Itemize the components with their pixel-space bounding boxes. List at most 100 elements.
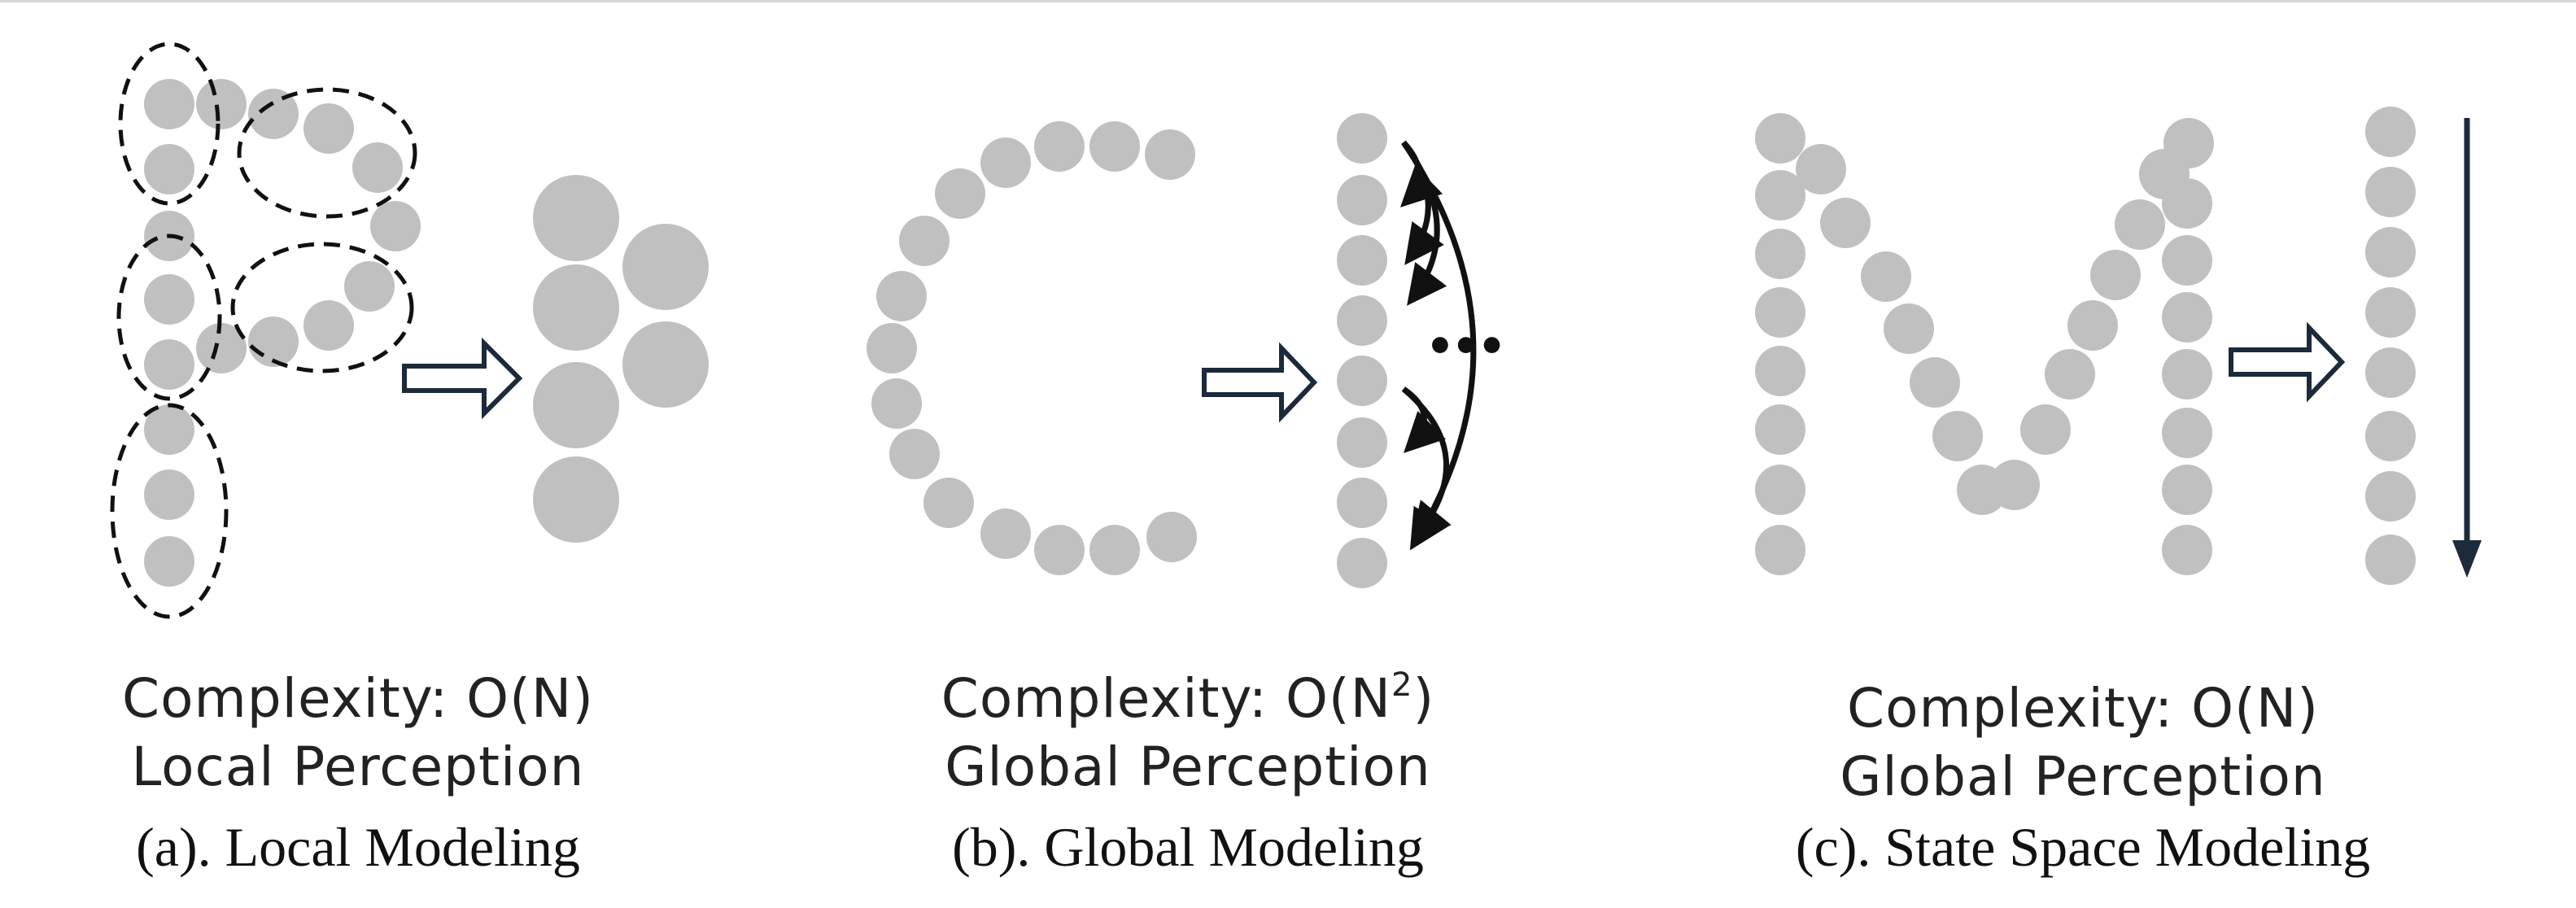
local-window-2	[237, 87, 417, 219]
token-dot	[889, 429, 940, 479]
panel-c-transform-arrow	[2229, 321, 2346, 403]
token-dot	[303, 300, 354, 351]
token-dot	[248, 89, 299, 139]
token-dot	[2162, 178, 2212, 229]
complexity-text: Complexity: O(N	[941, 667, 1392, 730]
token-dot	[876, 271, 927, 321]
panel-b-output-dots	[1337, 113, 1387, 588]
token-dot	[923, 478, 974, 528]
local-window-4	[230, 242, 414, 373]
token-dot	[871, 378, 922, 429]
complexity-close: )	[572, 667, 594, 730]
token-dot	[2090, 250, 2141, 300]
token-dot	[1145, 129, 1195, 180]
token-dot	[533, 456, 619, 543]
token-dot	[1755, 113, 1805, 164]
token-dot	[2365, 411, 2416, 461]
token-dot	[303, 103, 354, 154]
panel-a-perception: Local Perception	[131, 736, 585, 798]
panel-b-title: (b). Global Modeling	[952, 816, 1424, 878]
attention-arc-6	[1401, 386, 1452, 543]
local-window-5	[110, 403, 229, 619]
panel-b-transform-arrow	[1202, 342, 1318, 423]
panel-state-space-modeling	[1755, 107, 2482, 585]
panel-a-local-windows	[110, 41, 417, 619]
token-dot	[1755, 170, 1805, 220]
token-dot	[1337, 356, 1387, 406]
panel-c-perception: Global Perception	[1840, 745, 2326, 808]
token-dot	[533, 264, 619, 351]
complexity-exponent: 2	[1391, 666, 1413, 704]
token-dot	[1989, 460, 2040, 510]
token-dot	[2365, 347, 2416, 398]
token-dot	[1089, 121, 1140, 172]
panel-a-title: (a). Local Modeling	[136, 816, 580, 878]
panel-c-output-dots	[2365, 107, 2416, 585]
token-dot	[1034, 121, 1085, 172]
token-dot	[2045, 349, 2095, 399]
token-dot	[1796, 144, 1846, 194]
token-dot	[2365, 167, 2416, 217]
token-dot	[1932, 411, 1983, 461]
token-dot	[370, 201, 421, 251]
token-dot	[2162, 465, 2212, 515]
token-dot	[2365, 287, 2416, 338]
token-dot	[935, 168, 985, 219]
token-dot	[2162, 292, 2212, 343]
token-dot	[533, 175, 619, 261]
token-dot	[2365, 227, 2416, 277]
panel-c-scan-arrow	[2452, 118, 2482, 578]
token-dot	[2162, 235, 2212, 286]
panel-b-captions: Complexity: O(N2) Global Perception (b).…	[911, 651, 1465, 881]
token-dot	[622, 321, 709, 408]
panel-b-complexity: Complexity: O(N2)	[911, 651, 1465, 733]
panel-a-transform-arrow	[402, 337, 523, 420]
token-dot	[1755, 229, 1805, 279]
token-dot	[144, 144, 194, 194]
token-dot	[1820, 198, 1871, 248]
panel-a-output-dots	[533, 175, 709, 543]
token-dot	[2365, 471, 2416, 522]
token-dot	[1755, 287, 1805, 338]
token-dot	[1034, 525, 1085, 575]
panel-c-captions: Complexity: O(N) Global Perception (c). …	[1774, 661, 2392, 881]
panel-global-modeling: •••	[867, 113, 1506, 588]
token-dot	[2365, 107, 2416, 157]
complexity-text: Complexity: O(N	[1847, 677, 2298, 740]
token-dot	[980, 509, 1031, 559]
token-dot	[196, 323, 247, 373]
complexity-close: )	[1412, 667, 1435, 730]
token-dot	[2162, 525, 2212, 575]
token-dot	[2067, 300, 2118, 351]
token-dot	[1884, 303, 1934, 354]
token-dot	[1146, 512, 1197, 562]
token-dot	[1337, 538, 1387, 588]
token-dot	[344, 261, 395, 312]
token-dot	[867, 323, 917, 373]
panel-b-input-dots	[867, 121, 1197, 575]
token-dot	[2162, 408, 2212, 458]
token-dot	[1755, 525, 1805, 575]
token-dot	[1337, 235, 1387, 286]
panel-c-title: (c). State Space Modeling	[1795, 816, 2371, 878]
token-dot	[1755, 465, 1805, 515]
panel-b-attention-arcs	[1399, 140, 1477, 551]
complexity-close: )	[2297, 677, 2319, 740]
panel-c-input-dots	[1755, 113, 2214, 575]
token-dot	[1337, 295, 1387, 346]
panel-b-ellipsis: •••	[1426, 321, 1503, 373]
token-dot	[2365, 535, 2416, 585]
panel-b-perception: Global Perception	[945, 736, 1431, 798]
panel-a-captions: Complexity: O(N) Local Perception (a). L…	[114, 651, 602, 881]
token-dot	[980, 138, 1031, 188]
token-dot	[144, 404, 194, 455]
token-dot	[1337, 478, 1387, 528]
panel-local-modeling	[110, 41, 709, 619]
complexity-text: Complexity: O(N	[122, 667, 573, 730]
local-window-3	[116, 234, 222, 401]
token-dot	[144, 339, 194, 390]
local-window-1	[118, 41, 220, 206]
token-dot	[144, 79, 194, 129]
token-dot	[533, 362, 619, 448]
